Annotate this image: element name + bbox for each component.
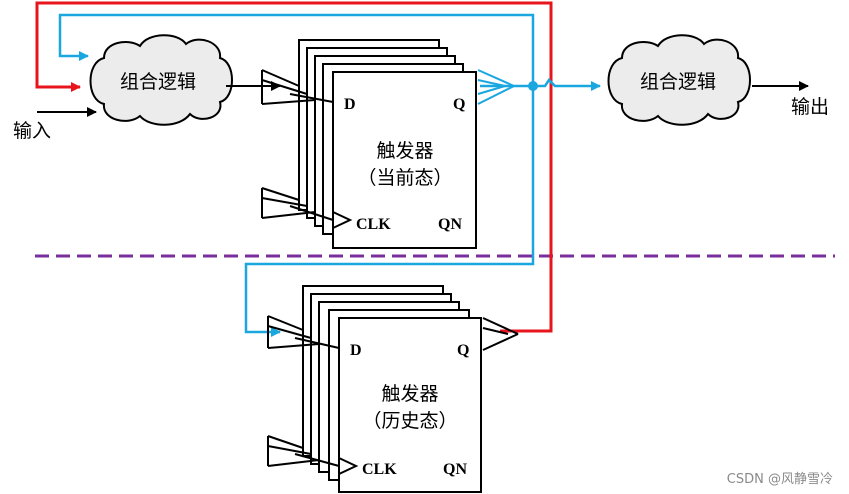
watermark: CSDN @风静雪冷 [727,472,833,487]
junction-dot [528,81,538,91]
feedback-wire-red [35,1,553,333]
ff-title-history: 触发器 [381,383,438,405]
pin-d-history: D [350,342,362,359]
output-label: 输出 [791,96,829,118]
pin-q-current: Q [453,96,465,113]
clk-triangle-history [338,457,359,475]
logic-label-right: 组合逻辑 [640,71,716,93]
pin-qn-history: QN [443,461,467,478]
pin-clk-current: CLK [356,216,391,233]
pin-clk-history: CLK [362,461,397,478]
pin-qn-current: QN [438,216,462,233]
clk-triangle-current [332,211,353,229]
ff-title-current: 触发器 [376,140,433,162]
input-label: 输入 [13,120,51,142]
flipflop-stack-history: D Q CLK QN 触发器 （历史态） [267,285,519,493]
flipflop-stack-current: D Q CLK QN 触发器 （当前态） [261,39,477,249]
ff-subtitle-history: （历史态） [362,410,457,432]
q-bus-wires-current [477,69,515,105]
combinational-logic-cloud-left: 组合逻辑 [89,34,233,126]
state-wire-blue-down [244,86,535,337]
combinational-logic-cloud-right: 组合逻辑 [607,34,751,126]
state-wire-blue-top [58,13,535,86]
pin-d-current: D [344,96,356,113]
ff-subtitle-current: （当前态） [357,167,452,189]
state-wire-blue-right [480,78,601,91]
logic-label-left: 组合逻辑 [120,71,196,93]
pin-q-history: Q [457,342,469,359]
